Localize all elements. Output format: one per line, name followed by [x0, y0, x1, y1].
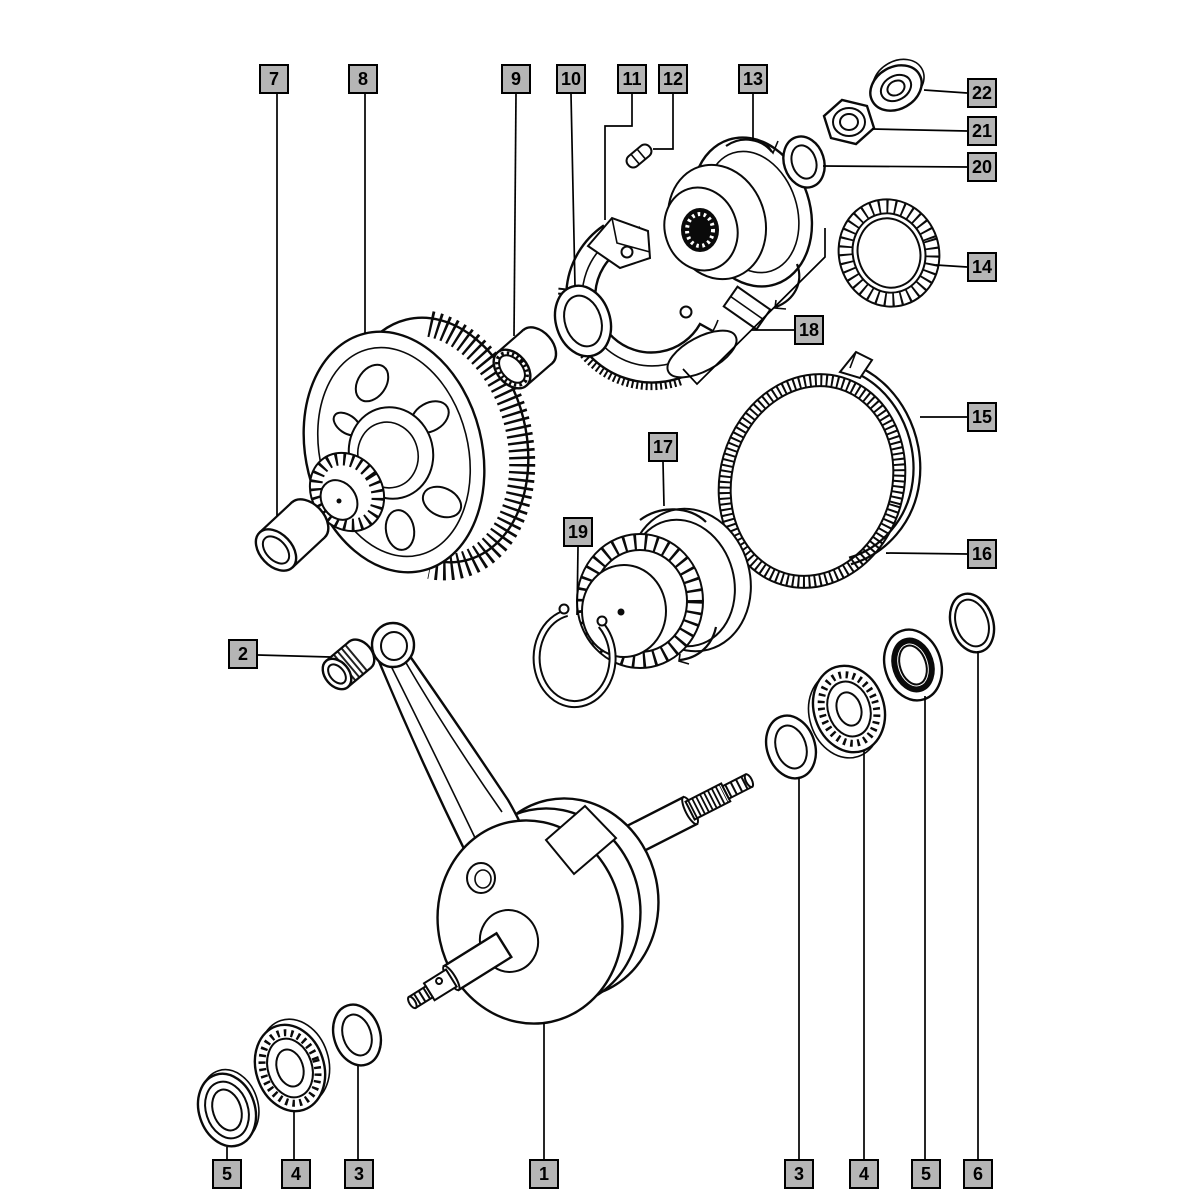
callout-12: 12: [658, 64, 688, 94]
callout-17: 17: [648, 432, 678, 462]
part-16-spring-ring-icon: [717, 373, 907, 589]
callout-2: 2: [228, 639, 258, 669]
callout-1: 1: [529, 1159, 559, 1189]
callout-22: 22: [967, 78, 997, 108]
callout-18: 18: [794, 315, 824, 345]
callout-21: 21: [967, 116, 997, 146]
callout-8: 8: [348, 64, 378, 94]
callout-11: 11: [617, 64, 647, 94]
callout-16: 16: [967, 539, 997, 569]
part-3-washer-right-icon: [764, 714, 818, 780]
part-21-hex-nut-icon: [822, 98, 876, 146]
callout-15: 15: [967, 402, 997, 432]
callout-7: 7: [259, 64, 289, 94]
leader-lines: [226, 89, 979, 1160]
part-5-seal-left-icon: [196, 1068, 260, 1148]
part-20-washer-icon: [782, 135, 826, 189]
part-2-needle-bearing-icon: [321, 638, 376, 691]
part-4-bearing-right-icon: [807, 664, 887, 759]
part-19-circlip-icon: [532, 603, 617, 709]
part-1-crankshaft-icon: [370, 621, 755, 1025]
part-13-pulley-icon: [663, 136, 814, 310]
callout-19: 19: [563, 517, 593, 547]
part-3-washer-left-icon: [331, 1003, 383, 1067]
part-22-bearing-icon: [869, 58, 925, 112]
callout-20: 20: [967, 152, 997, 182]
callout-14: 14: [967, 252, 997, 282]
callout-6: 6: [963, 1159, 993, 1189]
callout-3-right: 3: [784, 1159, 814, 1189]
callout-4-right: 4: [849, 1159, 879, 1189]
part-6-ring-icon: [948, 592, 996, 654]
callout-4-left: 4: [281, 1159, 311, 1189]
part-7-spacer-icon: [254, 498, 330, 572]
callout-13: 13: [738, 64, 768, 94]
part-8-clutch-bell-icon: [302, 311, 536, 581]
callout-5-left: 5: [212, 1159, 242, 1189]
part-5-seal-right-icon: [882, 628, 944, 702]
part-14-lock-washer-icon: [837, 198, 941, 308]
callout-10: 10: [556, 64, 586, 94]
part-17-driven-gear-icon: [576, 507, 752, 669]
part-4-bearing-left-icon: [253, 1018, 331, 1113]
part-10-ring-icon: [553, 284, 613, 358]
callout-9: 9: [501, 64, 531, 94]
part-12-pin-icon: [625, 143, 653, 169]
part-9-needle-bearing-icon: [492, 326, 558, 390]
callout-5-right: 5: [911, 1159, 941, 1189]
callout-3-left: 3: [344, 1159, 374, 1189]
